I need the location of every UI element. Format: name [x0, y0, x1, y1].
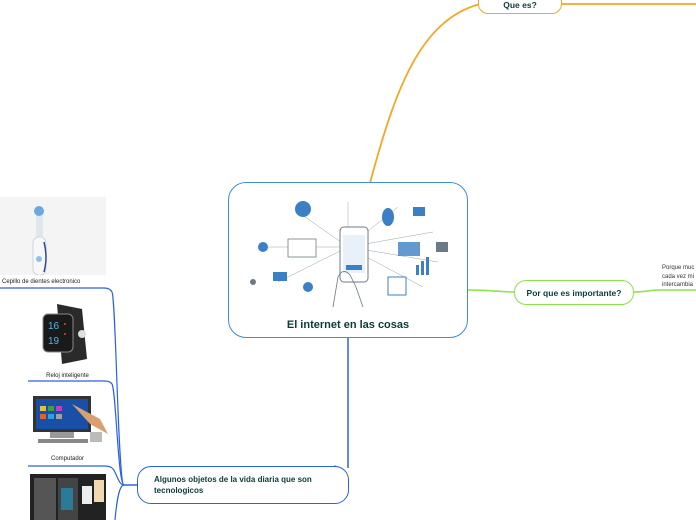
object-caption: Reloj inteligente: [46, 373, 89, 379]
connector-importante-tail: [633, 289, 696, 293]
smart-fridge-image: [30, 474, 106, 520]
note-line: intercambia: [662, 282, 694, 288]
connector-object-1: [0, 287, 125, 486]
topic-objetos-label: Algunos objetos de la vida diaria que so…: [154, 475, 312, 495]
object-caption: Cepillo de dientes electronico: [2, 279, 81, 285]
toothbrush-image: [0, 197, 106, 275]
svg-text:16: 16: [48, 321, 60, 332]
note-line: Porque muc: [662, 265, 695, 271]
central-topic-label: El internet en las cosas: [286, 319, 410, 331]
connector-que-es: [369, 3, 481, 184]
connector-importante: [467, 289, 515, 293]
svg-text:19: 19: [48, 336, 60, 347]
topic-que-es[interactable]: Que es?: [478, 0, 562, 14]
note-line: cada vez mi: [662, 273, 695, 280]
topic-por-que-es-importante[interactable]: Por que es importante?: [514, 280, 634, 305]
connector-object-2: [28, 380, 125, 486]
iot-illustration-icon: [250, 201, 448, 308]
topic-importante-label: Por que es importante?: [526, 287, 622, 298]
importante-note: Porque muc cada vez mi intercambia: [662, 264, 694, 290]
topic-objetos-tecnologicos[interactable]: Algunos objetos de la vida diaria que so…: [137, 466, 349, 504]
connector-object-4: [114, 484, 125, 520]
central-topic[interactable]: El internet en las cosas: [228, 182, 468, 338]
connector-object-3: [28, 465, 125, 486]
object-caption: Computador: [50, 456, 85, 462]
smartwatch-image: 16 19: [42, 304, 87, 364]
topic-que-es-label: Que es?: [503, 0, 537, 10]
computer-image: [33, 396, 108, 443]
